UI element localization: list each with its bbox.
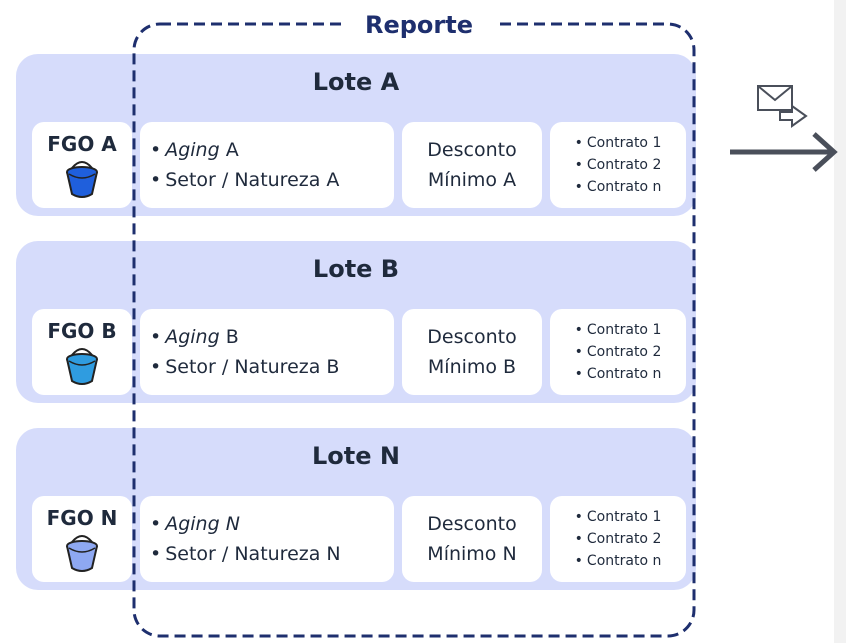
setor-label: Setor / Natureza B	[165, 356, 340, 378]
contrato-item: •Contrato 2	[574, 157, 662, 173]
fgo-box: FGO B	[32, 309, 132, 395]
contrato-item: •Contrato 1	[574, 322, 662, 338]
fgo-label: FGO N	[46, 506, 118, 530]
lote-b-panel: Lote B FGO B •Aging B •Setor / Natureza …	[16, 241, 696, 403]
contrato-item: •Contrato 2	[574, 344, 662, 360]
setor-line: •Setor / Natureza B	[150, 356, 340, 378]
aging-label: Aging N	[165, 513, 240, 535]
contrato-item: •Contrato 1	[574, 509, 662, 525]
lote-n-panel: Lote N FGO N •Aging N •Setor / Natureza …	[16, 428, 696, 590]
contrato-item: •Contrato n	[574, 366, 662, 382]
desconto-box: Desconto Mínimo N	[402, 496, 542, 582]
bucket-icon	[66, 348, 98, 385]
setor-label: Setor / Natureza N	[165, 543, 341, 565]
aging-suffix: A	[219, 139, 239, 161]
lote-title: Lote B	[312, 255, 400, 283]
contratos-box: •Contrato 1 •Contrato 2 •Contrato n	[550, 122, 686, 208]
aging-label: Aging	[165, 326, 220, 348]
aging-box: •Aging A •Setor / Natureza A	[140, 122, 394, 208]
contrato-item: •Contrato n	[574, 179, 662, 195]
arrow-right-icon	[730, 132, 838, 172]
contrato-item: •Contrato n	[574, 553, 662, 569]
fgo-label: FGO B	[47, 319, 117, 343]
aging-line: •Aging B	[150, 326, 239, 348]
lote-title: Lote A	[312, 68, 400, 96]
aging-suffix: B	[219, 326, 239, 348]
lote-title: Lote N	[312, 442, 400, 470]
aging-box: •Aging N •Setor / Natureza N	[140, 496, 394, 582]
desconto-line2: Mínimo N	[427, 543, 517, 565]
lote-a-panel: Lote A FGO A •Aging A •Setor / Natureza …	[16, 54, 696, 216]
contratos-box: •Contrato 1 •Contrato 2 •Contrato n	[550, 309, 686, 395]
desconto-line2: Mínimo B	[427, 356, 517, 378]
aging-line: •Aging N	[150, 513, 240, 535]
desconto-line1: Desconto	[427, 326, 517, 348]
fgo-label: FGO A	[47, 132, 117, 156]
desconto-line1: Desconto	[427, 513, 517, 535]
desconto-line2: Mínimo A	[427, 169, 517, 191]
setor-line: •Setor / Natureza A	[150, 169, 340, 191]
desconto-box: Desconto Mínimo A	[402, 122, 542, 208]
bucket-icon	[66, 535, 98, 572]
reporte-title: Reporte	[344, 8, 494, 42]
contratos-box: •Contrato 1 •Contrato 2 •Contrato n	[550, 496, 686, 582]
contrato-item: •Contrato 1	[574, 135, 662, 151]
side-panel-edge	[834, 0, 846, 643]
aging-line: •Aging A	[150, 139, 239, 161]
fgo-box: FGO A	[32, 122, 132, 208]
bucket-icon	[66, 161, 98, 198]
contrato-item: •Contrato 2	[574, 531, 662, 547]
desconto-line1: Desconto	[427, 139, 517, 161]
setor-line: •Setor / Natureza N	[150, 543, 341, 565]
setor-label: Setor / Natureza A	[165, 169, 340, 191]
send-mail-icon	[757, 85, 808, 128]
fgo-box: FGO N	[32, 496, 132, 582]
desconto-box: Desconto Mínimo B	[402, 309, 542, 395]
aging-box: •Aging B •Setor / Natureza B	[140, 309, 394, 395]
aging-label: Aging	[165, 139, 220, 161]
